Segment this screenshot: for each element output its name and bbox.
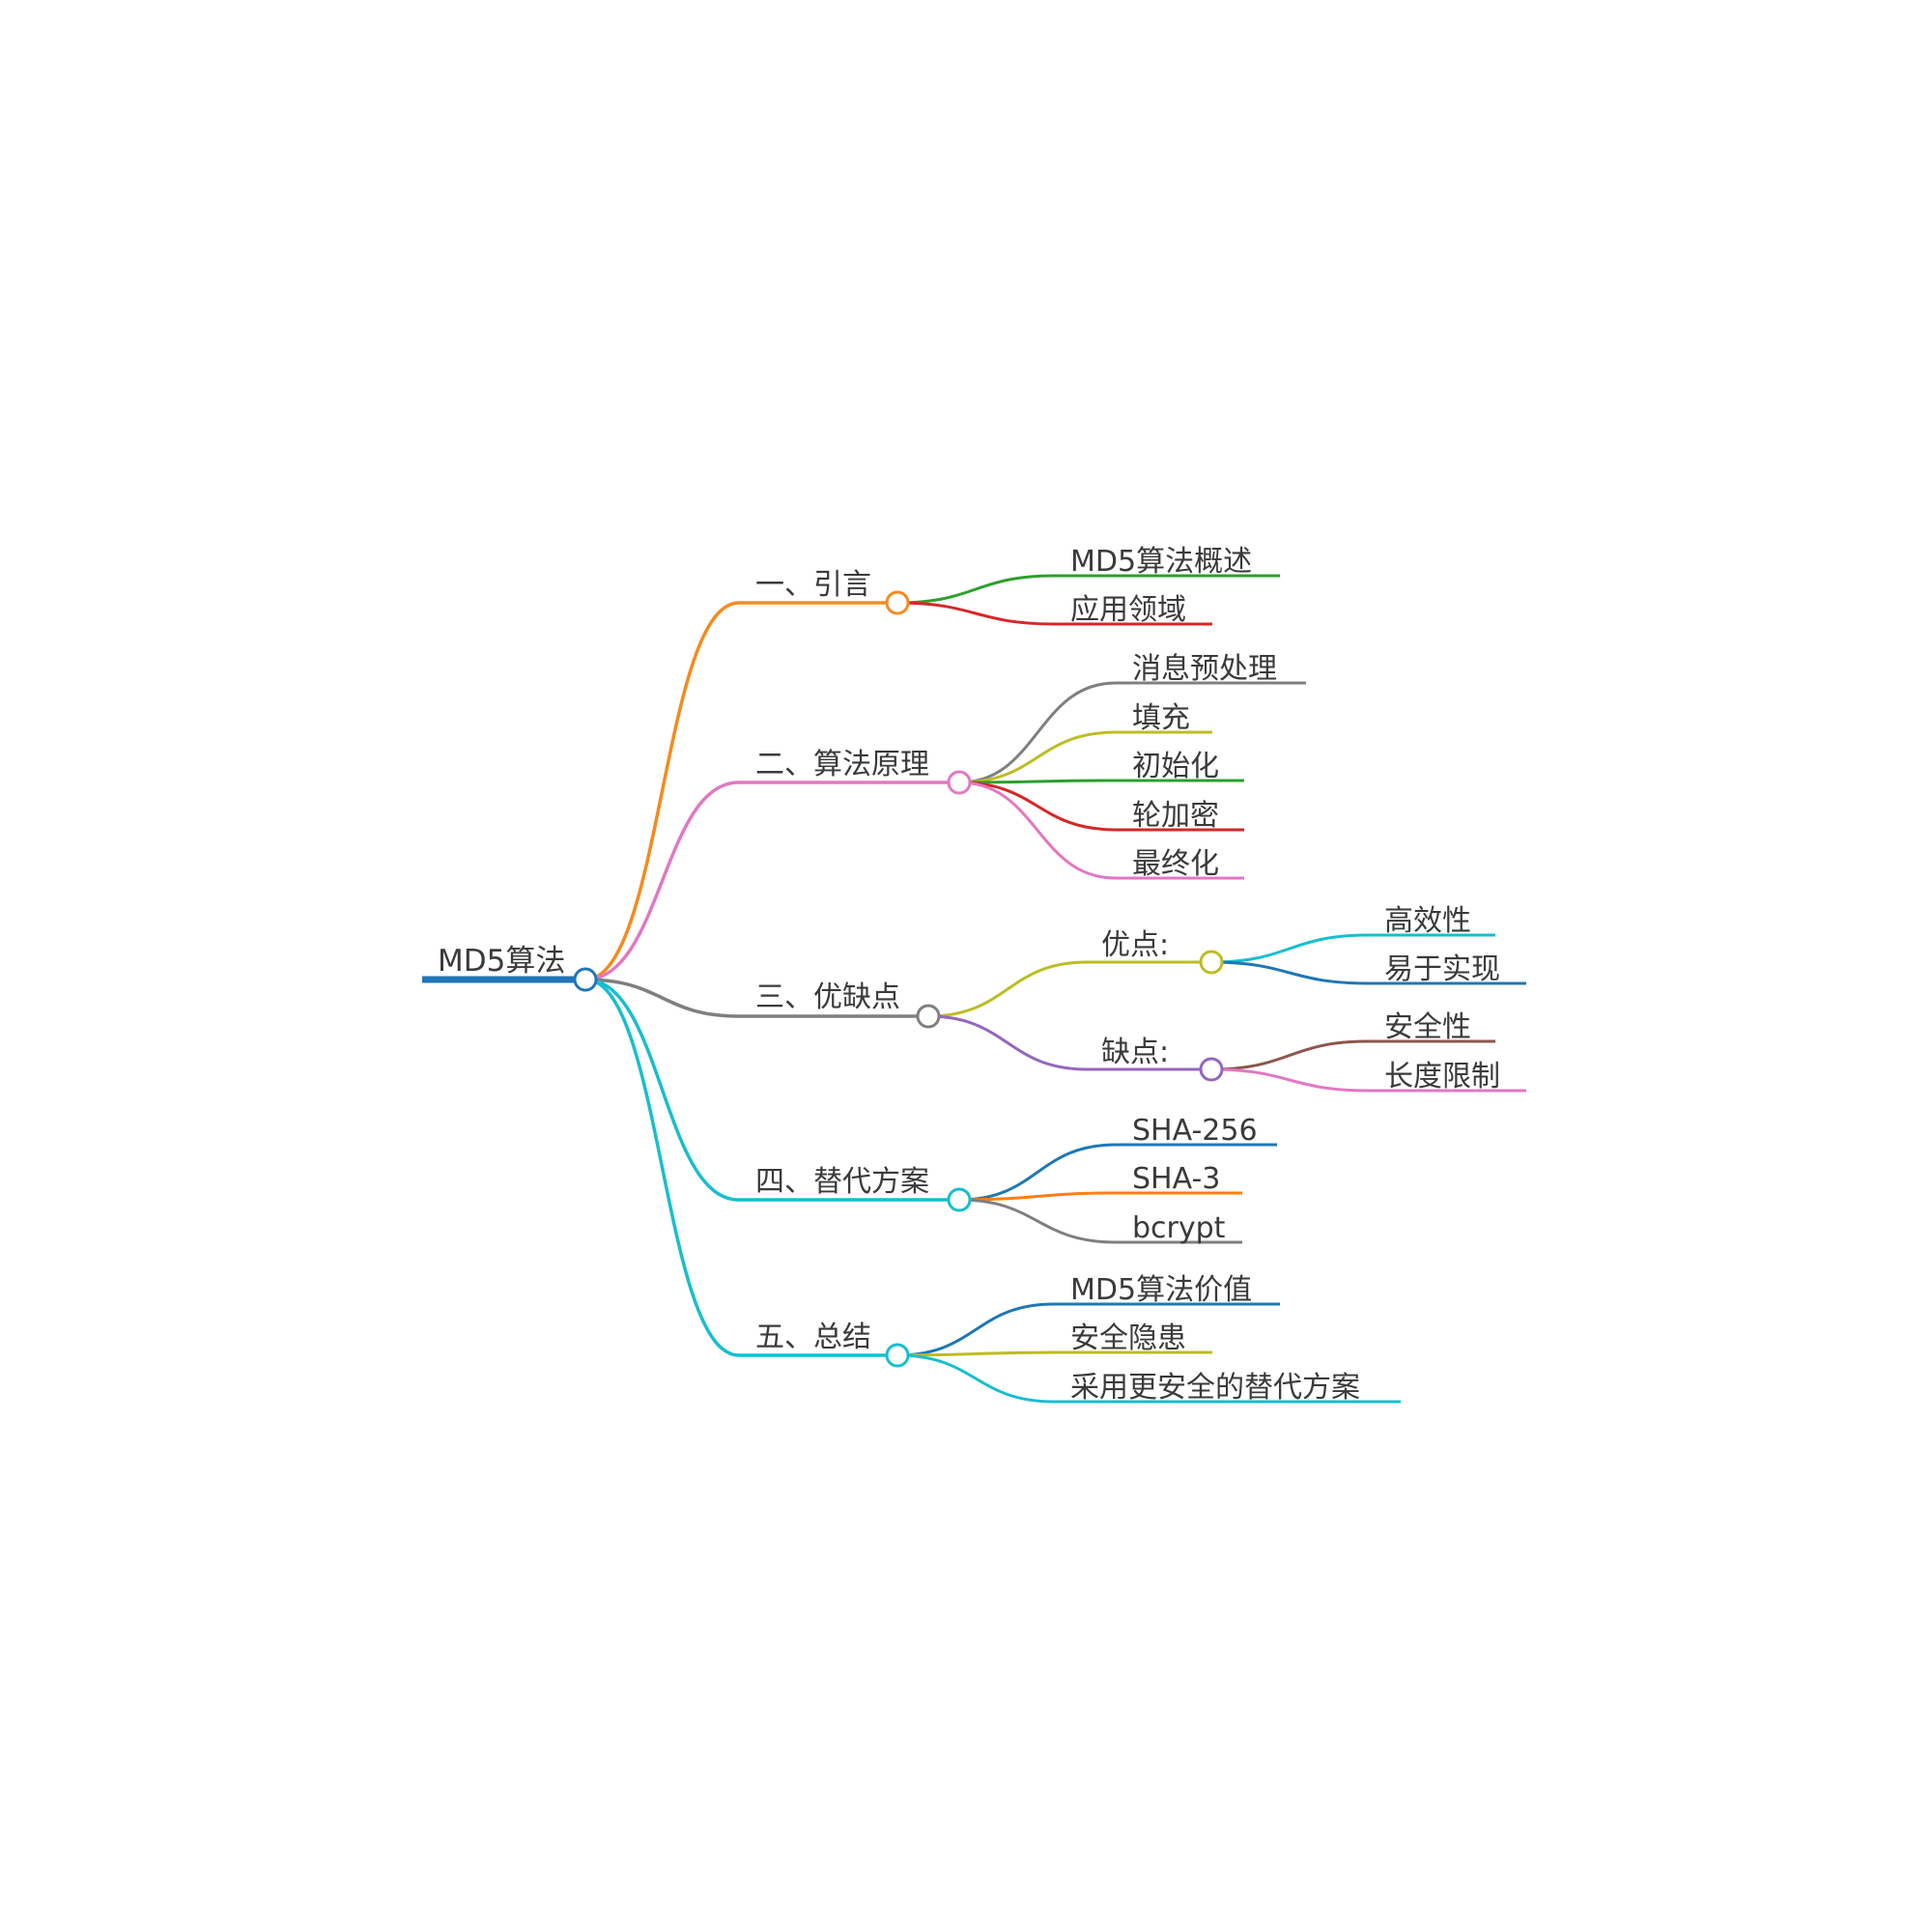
edge-root-to-branch <box>584 978 959 1202</box>
mindmap-nodes: MD5算法 一、引言 MD5算法概述 应用领域 二、算法原理 消息预处理 填充 … <box>422 545 1500 1405</box>
branch-node-intro[interactable]: 一、引言 <box>755 568 910 615</box>
edge-branch-to-subnode <box>927 960 1211 1018</box>
edge-to-leaf <box>896 1353 1401 1404</box>
leaf-applications[interactable]: 应用领域 <box>1070 593 1186 627</box>
edge-to-leaf <box>896 574 1280 605</box>
edge-root-to-branch <box>584 781 959 981</box>
leaf-padding[interactable]: 填充 <box>1132 701 1190 735</box>
subnode-collapse-toggle[interactable] <box>1199 950 1224 975</box>
edge-to-leaf <box>958 781 1244 880</box>
root-collapse-toggle[interactable] <box>573 967 598 992</box>
branch-collapse-toggle[interactable] <box>885 1343 910 1368</box>
leaf-security[interactable]: 安全性 <box>1384 1010 1471 1044</box>
edge-to-leaf <box>896 1302 1280 1357</box>
edge-to-leaf <box>958 779 1244 784</box>
branch-node-principle[interactable]: 二、算法原理 <box>755 748 972 795</box>
leaf-bcrypt[interactable]: bcrypt <box>1132 1211 1226 1245</box>
branch-collapse-toggle[interactable] <box>947 770 972 795</box>
leaf-efficiency[interactable]: 高效性 <box>1384 904 1471 938</box>
leaf-preprocess[interactable]: 消息预处理 <box>1132 652 1277 686</box>
subnode-label: 优点: <box>1101 928 1169 962</box>
leaf-sha256[interactable]: SHA-256 <box>1132 1114 1258 1148</box>
branch-collapse-toggle[interactable] <box>916 1004 941 1029</box>
leaf-finalize[interactable]: 最终化 <box>1132 847 1219 881</box>
mindmap-edges <box>584 574 1526 1404</box>
root-node[interactable]: MD5算法 <box>422 944 598 992</box>
leaf-length-limit[interactable]: 长度限制 <box>1384 1060 1500 1094</box>
edge-to-leaf <box>896 1350 1212 1357</box>
edge-to-leaf <box>958 1143 1277 1202</box>
branch-label: 五、总结 <box>755 1321 871 1354</box>
edge-to-leaf <box>958 1198 1242 1244</box>
branch-label: 三、优缺点 <box>755 980 900 1014</box>
edge-to-leaf <box>958 781 1244 832</box>
subnode-collapse-toggle[interactable] <box>1199 1057 1224 1082</box>
branch-node-alternatives[interactable]: 四、替代方案 <box>755 1165 972 1212</box>
edge-to-leaf <box>1210 1039 1495 1071</box>
edge-to-leaf <box>958 1191 1242 1202</box>
branch-label: 二、算法原理 <box>755 748 929 781</box>
leaf-md5-overview[interactable]: MD5算法概述 <box>1070 545 1252 579</box>
edge-to-leaf <box>1210 960 1526 985</box>
edge-root-to-branch <box>584 601 897 981</box>
edge-to-leaf <box>896 601 1212 626</box>
edge-root-to-branch <box>584 978 928 1018</box>
leaf-adopt-alternatives[interactable]: 采用更安全的替代方案 <box>1070 1371 1360 1405</box>
edge-root-to-branch <box>584 978 897 1357</box>
edge-to-leaf <box>958 681 1306 784</box>
edge-to-leaf <box>1210 933 1495 964</box>
branch-collapse-toggle[interactable] <box>885 590 910 615</box>
edge-to-leaf <box>1210 1067 1526 1093</box>
branch-node-pros-cons[interactable]: 三、优缺点 <box>755 980 941 1029</box>
branch-collapse-toggle[interactable] <box>947 1187 972 1212</box>
edge-branch-to-subnode <box>927 1014 1211 1071</box>
branch-label: 一、引言 <box>755 568 871 602</box>
leaf-md5-value[interactable]: MD5算法价值 <box>1070 1273 1252 1307</box>
subnode-cons[interactable]: 缺点: <box>1101 1036 1224 1082</box>
leaf-sha3[interactable]: SHA-3 <box>1132 1162 1220 1196</box>
subnode-pros[interactable]: 优点: <box>1101 928 1224 975</box>
leaf-security-risk[interactable]: 安全隐患 <box>1070 1321 1186 1355</box>
leaf-rounds[interactable]: 轮加密 <box>1132 799 1219 833</box>
leaf-easy-impl[interactable]: 易于实现 <box>1384 952 1500 986</box>
subnode-label: 缺点: <box>1101 1036 1169 1069</box>
branch-label: 四、替代方案 <box>755 1165 929 1199</box>
leaf-init[interactable]: 初始化 <box>1132 750 1219 783</box>
branch-node-summary[interactable]: 五、总结 <box>755 1321 910 1368</box>
edge-to-leaf <box>958 730 1212 784</box>
root-label: MD5算法 <box>438 944 565 979</box>
